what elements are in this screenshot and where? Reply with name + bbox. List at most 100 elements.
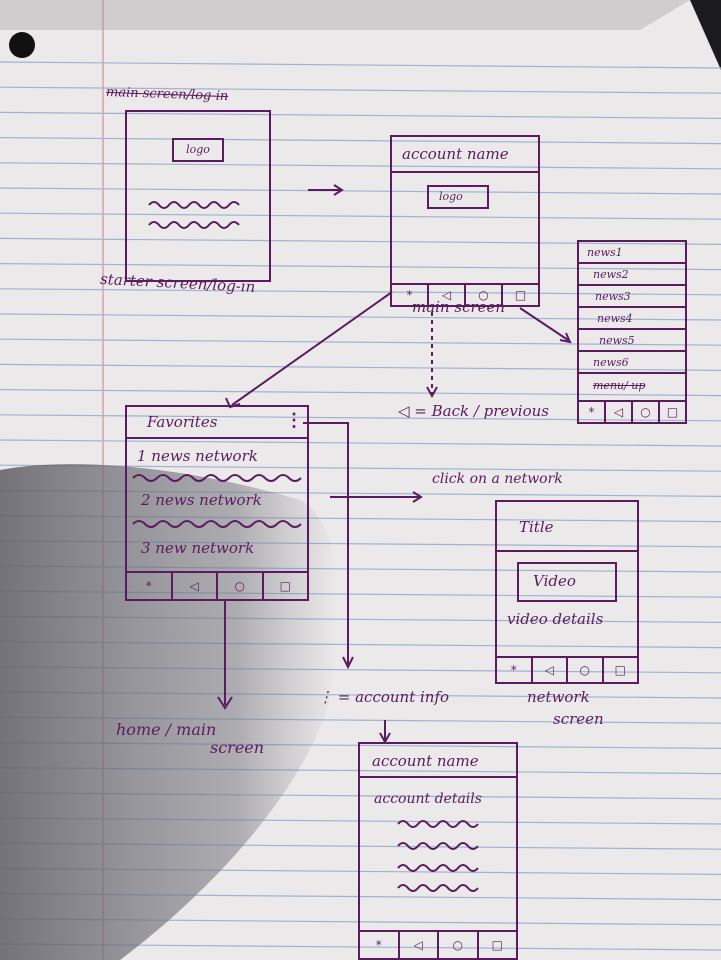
ruled-line xyxy=(0,212,721,220)
ruled-line xyxy=(0,111,721,119)
arrow-main-to-favorites xyxy=(231,291,393,406)
binder-hole xyxy=(9,32,35,58)
main-title: account name xyxy=(402,145,509,163)
news-item-2-label: news2 xyxy=(593,268,629,281)
news-scribble: menu/ up xyxy=(593,379,646,392)
account-title: account name xyxy=(372,752,479,770)
network-video-label: Video xyxy=(533,572,576,590)
network-home-icon: ○ xyxy=(568,658,604,682)
network-caption-line-2: screen xyxy=(553,710,604,728)
news-item-4: news4 xyxy=(579,308,685,330)
account-square-icon: □ xyxy=(491,938,503,952)
news-item-5-label: news5 xyxy=(599,334,635,347)
news-item-1: news1 xyxy=(579,242,685,264)
main-home-icon: ○ xyxy=(466,285,503,305)
account-home-icon: ○ xyxy=(439,932,479,958)
ruled-line xyxy=(0,288,721,296)
network-title: Title xyxy=(519,518,554,536)
network-square-icon: □ xyxy=(614,663,626,677)
ruled-line xyxy=(0,313,721,321)
news-back-icon: ◁ xyxy=(606,402,633,422)
favorites-divider-2 xyxy=(132,520,302,528)
hand-shadow xyxy=(0,464,338,960)
news-item-6: news6 xyxy=(579,352,685,374)
account-details-squiggle xyxy=(397,820,479,892)
home-note-line-2: screen xyxy=(210,738,265,757)
main-caption: main screen xyxy=(412,298,506,316)
ruled-line xyxy=(0,137,721,145)
network-nav-bar: * ◁ ○ □ xyxy=(497,656,637,682)
starter-logo: logo xyxy=(172,138,224,162)
news-star-icon: * xyxy=(579,402,606,422)
news-item-3-label: news3 xyxy=(595,290,631,303)
main-star-icon: * xyxy=(392,285,429,305)
favorites-title: Favorites xyxy=(147,413,218,431)
favorites-wireframe: Favorites ⋮ 1 news network 2 news networ… xyxy=(125,405,309,601)
ruled-line xyxy=(0,162,721,170)
favorites-star-icon: * xyxy=(127,573,173,599)
main-back-icon: ◁ xyxy=(429,285,466,305)
network-video-frame: Video xyxy=(517,562,617,602)
starter-text-squiggle xyxy=(148,201,240,229)
header-scribble: main screen/log-in xyxy=(105,84,229,105)
favorites-item-2: 2 news network xyxy=(141,491,262,509)
ruled-line xyxy=(0,363,721,371)
news-item-4-label: news4 xyxy=(597,312,633,325)
ruled-line xyxy=(0,61,721,69)
home-note-line-1: home / main xyxy=(116,720,217,739)
network-back-icon: ◁ xyxy=(533,658,568,682)
main-square-icon: □ xyxy=(514,288,527,302)
favorites-menu-icon: ⋮ xyxy=(285,410,303,431)
news-item-6-label: news6 xyxy=(593,356,629,369)
favorites-nav-bar: * ◁ ○ □ xyxy=(127,571,307,599)
news-item-2: news2 xyxy=(579,264,685,286)
arrow-menu-to-account-info xyxy=(303,422,349,665)
main-nav-bar: * ◁ ○ □ xyxy=(392,283,538,305)
news-item-1-label: news1 xyxy=(587,246,623,259)
favorites-item-1: 1 news network xyxy=(137,447,258,465)
starter-logo-label: logo xyxy=(186,143,210,156)
network-video-details: video details xyxy=(507,610,604,628)
ruled-line xyxy=(0,439,721,447)
news-item-3: news3 xyxy=(579,286,685,308)
ruled-line xyxy=(0,389,721,397)
news-list-wireframe: news1 news2 news3 news4 news5 news6 menu… xyxy=(577,240,687,424)
arrow-main-to-news xyxy=(519,307,569,341)
network-title-divider xyxy=(497,550,637,552)
account-info-note: ⋮ = account info xyxy=(318,688,450,706)
news-home-icon: ○ xyxy=(633,402,660,422)
favorites-back-icon: ◁ xyxy=(173,573,218,599)
account-screen-wireframe: account name account details * ◁ ○ □ xyxy=(358,742,518,960)
ruled-line xyxy=(0,237,721,245)
favorites-divider-1 xyxy=(132,474,302,482)
account-details: account details xyxy=(374,791,482,807)
account-nav-bar: * ◁ ○ □ xyxy=(360,930,516,958)
main-title-bar: account name xyxy=(392,137,538,173)
account-back-icon: ◁ xyxy=(400,932,439,958)
news-item-5: news5 xyxy=(579,330,685,352)
ruled-line xyxy=(0,187,721,195)
network-caption-line-1: network xyxy=(527,688,590,706)
main-logo: logo xyxy=(427,185,489,209)
paper-top-shadow xyxy=(0,0,690,30)
ruled-line xyxy=(0,263,721,271)
click-note: click on a network xyxy=(432,471,563,487)
favorites-home-icon: ○ xyxy=(218,573,264,599)
ruled-line xyxy=(0,414,721,422)
network-screen-wireframe: Title Video video details * ◁ ○ □ xyxy=(495,500,639,684)
main-screen-wireframe: account name logo * ◁ ○ □ xyxy=(390,135,540,307)
account-star-icon: * xyxy=(360,932,400,958)
network-star-icon: * xyxy=(497,658,533,682)
favorites-title-bar: Favorites ⋮ xyxy=(127,407,307,439)
back-note: ◁ = Back / previous xyxy=(398,402,549,420)
ruled-line xyxy=(0,338,721,346)
news-nav-bar: * ◁ ○ □ xyxy=(579,400,685,422)
main-logo-label: logo xyxy=(439,190,463,203)
starter-screen-wireframe: logo xyxy=(125,110,271,282)
favorites-square-icon: □ xyxy=(279,579,291,593)
ruled-line xyxy=(0,86,721,94)
account-title-bar: account name xyxy=(360,744,516,778)
news-square-icon: □ xyxy=(666,405,679,419)
